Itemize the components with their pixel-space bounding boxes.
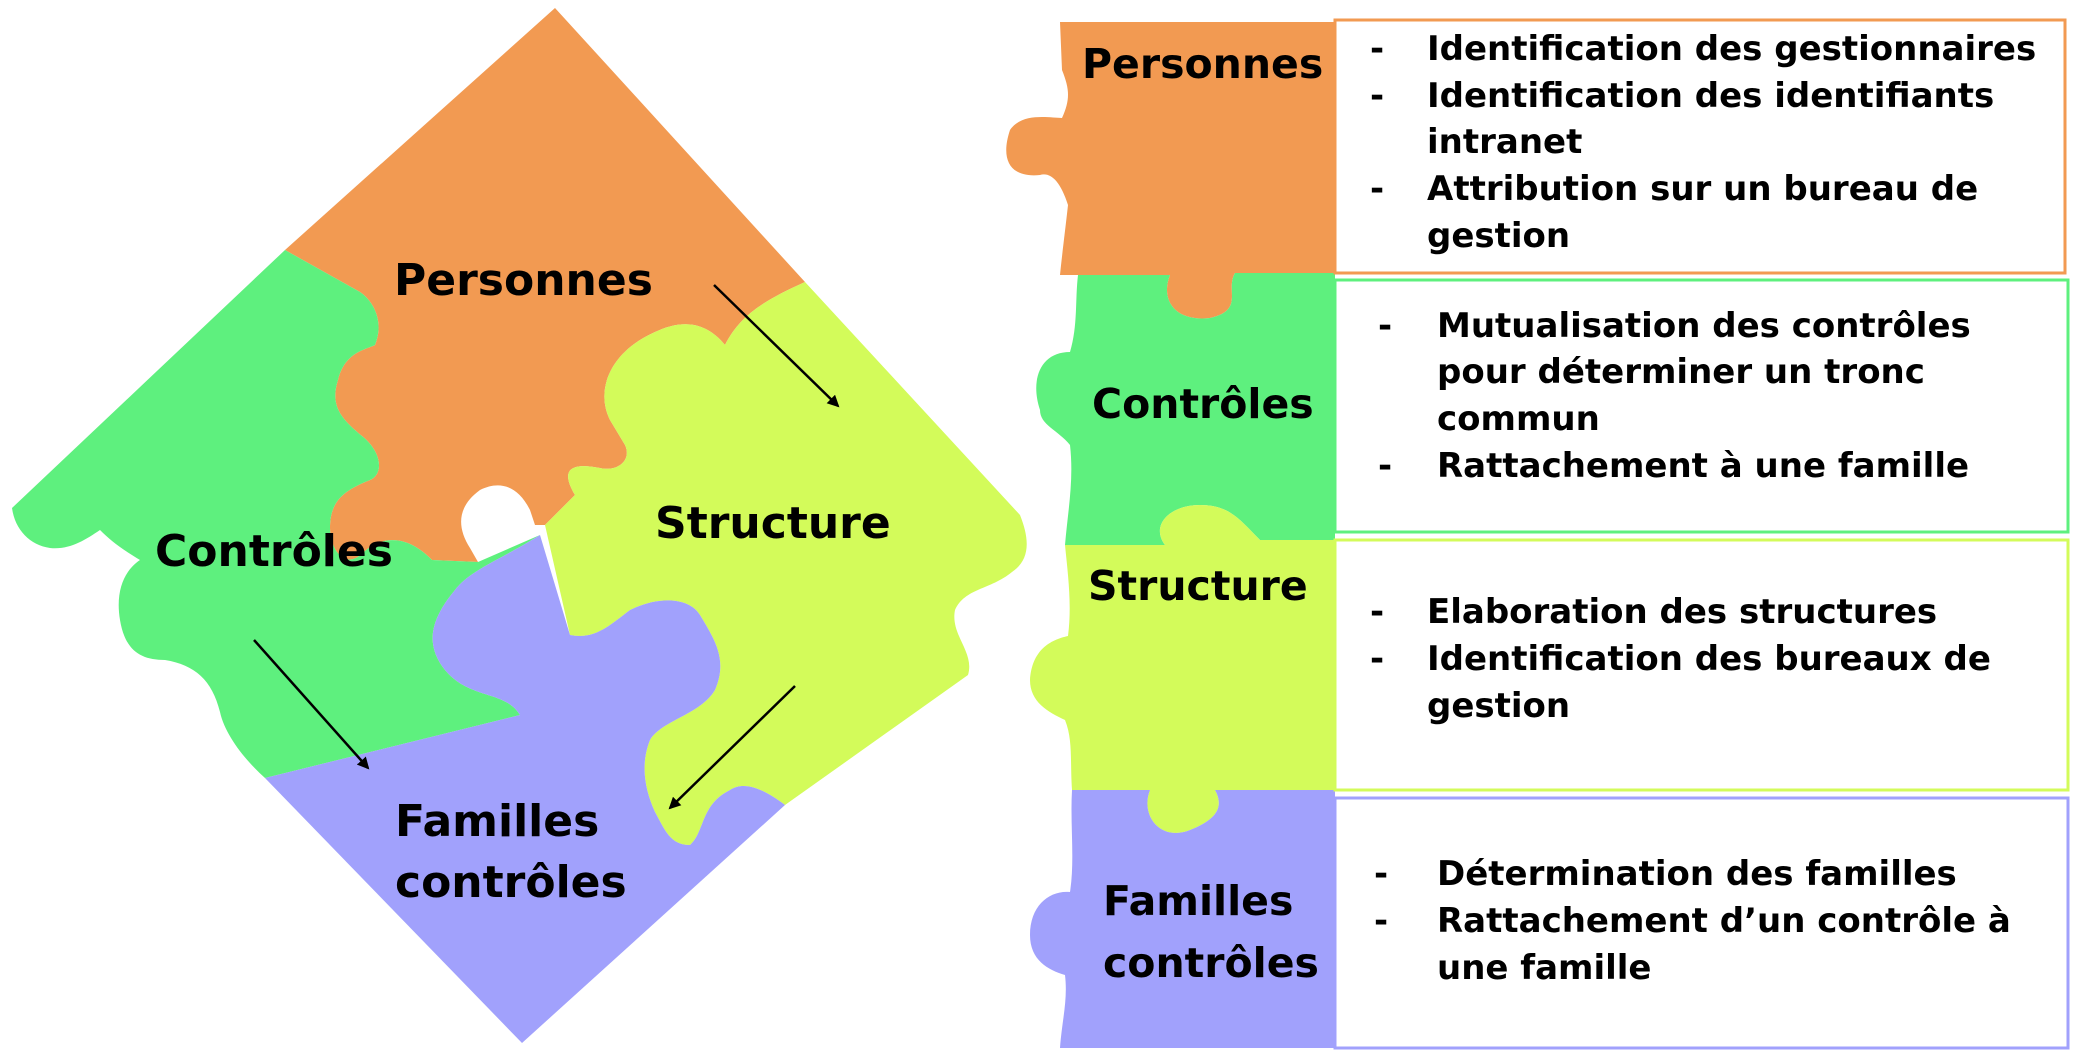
bullet-marker: -	[1370, 169, 1384, 209]
bullet-marker: -	[1370, 592, 1384, 632]
content-box-personnes	[1333, 18, 2067, 275]
items-controles: - Mutualisation des contrôles pour déter…	[1378, 306, 1971, 486]
bullet-marker: -	[1378, 306, 1392, 346]
puzzle-label-structure: Structure	[655, 498, 891, 549]
list-item-line: Rattachement d’un contrôle à	[1437, 901, 2011, 941]
piece-controles	[12, 250, 540, 778]
puzzle-label-familles-line1: Familles	[395, 796, 599, 847]
strip-piece-structure	[1030, 505, 1335, 833]
list-item-line: Rattachement à une famille	[1437, 446, 1969, 486]
list-item-line: Détermination des familles	[1437, 854, 1957, 894]
bullet-marker: -	[1370, 29, 1384, 69]
puzzle-label-controles: Contrôles	[155, 526, 393, 577]
arrow-personnes-to-structure	[713, 284, 840, 408]
strip-label-familles-line2: contrôles	[1103, 939, 1319, 987]
strip-label-controles: Contrôles	[1092, 380, 1314, 428]
list-item-line: pour déterminer un tronc	[1437, 352, 1925, 392]
content-box-familles	[1333, 796, 2070, 1050]
list-item-line: Identification des gestionnaires	[1427, 29, 2036, 69]
list-item-line: commun	[1437, 399, 1600, 439]
items-familles: - Détermination des familles - Rattachem…	[1374, 854, 2011, 988]
puzzle-label-familles-line2: contrôles	[395, 857, 627, 908]
list-item-line: Attribution sur un bureau de	[1427, 169, 1978, 209]
piece-personnes	[285, 8, 805, 562]
bullet-marker: -	[1378, 446, 1392, 486]
vertical-puzzle-strip: Personnes Contrôles Structure Familles c…	[1006, 18, 2070, 1050]
strip-label-structure: Structure	[1088, 562, 1308, 610]
list-item-line: Elaboration des structures	[1427, 592, 1937, 632]
puzzle-label-personnes: Personnes	[394, 255, 653, 306]
items-structure: - Elaboration des structures - Identific…	[1370, 592, 1991, 726]
content-box-structure	[1333, 538, 2070, 792]
bullet-marker: -	[1374, 901, 1388, 941]
list-item-line: Identification des bureaux de	[1427, 639, 1991, 679]
strip-label-familles-line1: Familles	[1103, 877, 1293, 925]
list-item-line: Identification des identifiants	[1427, 76, 1994, 116]
list-item-line: une famille	[1437, 948, 1652, 988]
bullet-marker: -	[1374, 854, 1388, 894]
strip-piece-familles	[1030, 790, 1335, 1048]
diamond-puzzle: Personnes Contrôles Structure Familles c…	[12, 8, 1027, 1043]
strip-piece-controles	[1036, 273, 1335, 545]
content-box-controles	[1333, 278, 2070, 534]
bullet-marker: -	[1370, 639, 1384, 679]
arrow-structure-to-familles	[668, 685, 796, 810]
list-item-line: gestion	[1427, 216, 1570, 256]
piece-familles	[265, 535, 785, 1043]
items-personnes: - Identification des gestionnaires - Ide…	[1370, 29, 2036, 256]
list-item-line: Mutualisation des contrôles	[1437, 306, 1971, 346]
arrow-controles-to-familles	[253, 639, 370, 770]
list-item-line: gestion	[1427, 686, 1570, 726]
list-item-line: intranet	[1427, 122, 1582, 162]
piece-structure	[545, 282, 1027, 845]
strip-piece-personnes	[1006, 22, 1335, 319]
strip-label-personnes: Personnes	[1082, 40, 1323, 88]
bullet-marker: -	[1370, 76, 1384, 116]
